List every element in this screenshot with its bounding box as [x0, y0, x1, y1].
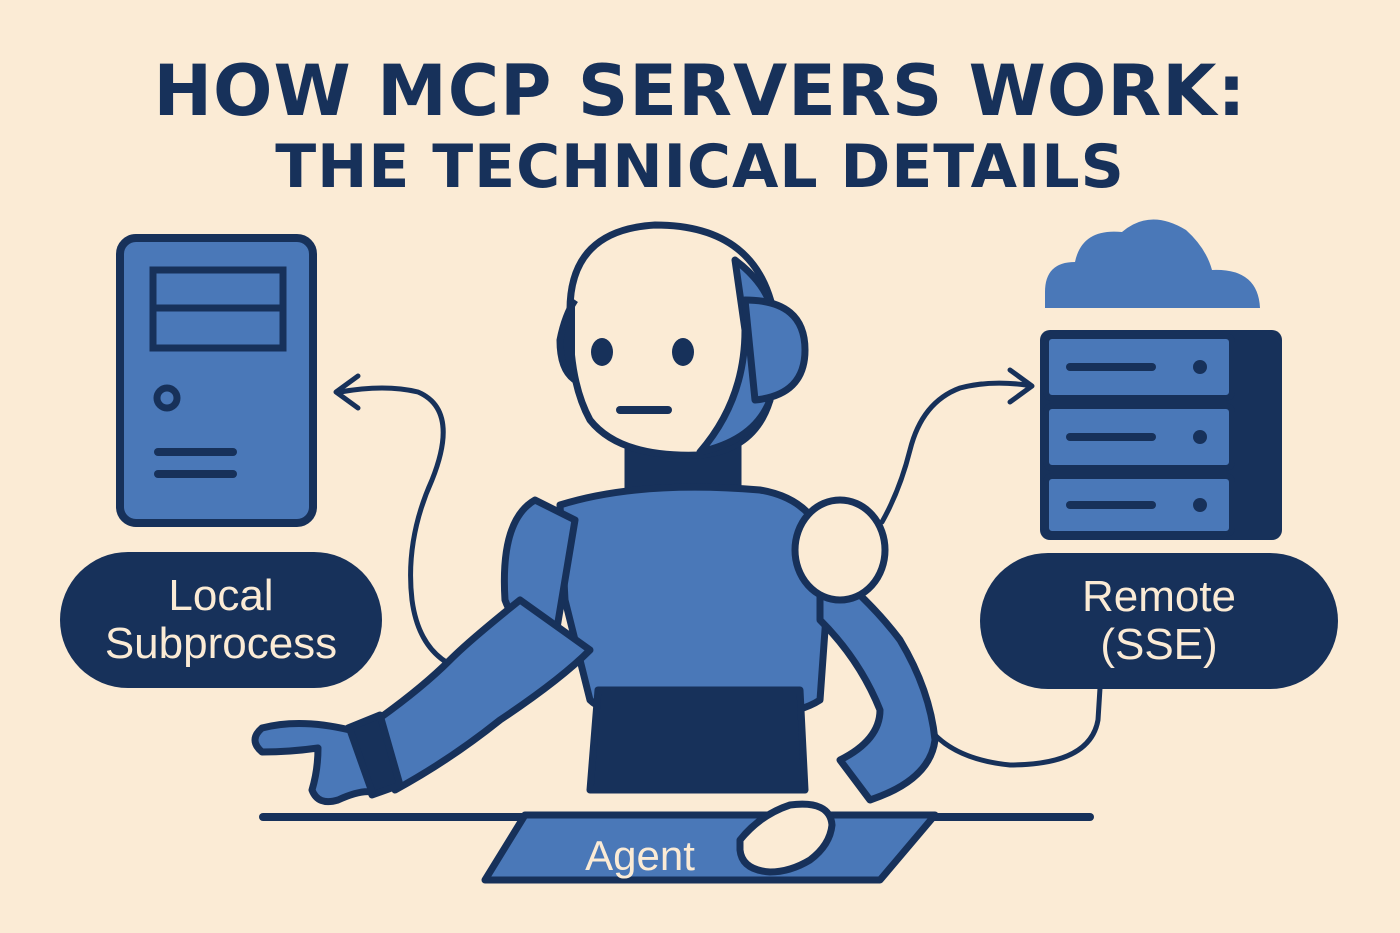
robot-agent — [251, 221, 939, 884]
arrow-icon — [333, 373, 361, 411]
agent-label: Agent — [585, 832, 695, 879]
remote-sse-label: Remote (SSE) — [980, 553, 1338, 689]
desktop-tower-icon — [116, 234, 317, 527]
server-rack-icon — [1040, 330, 1282, 540]
local-subprocess-text: Local Subprocess — [104, 571, 338, 668]
title-line-2: THE TECHNICAL DETAILS — [275, 132, 1125, 202]
remote-sse-text: Remote (SSE) — [1081, 572, 1237, 669]
cloud-icon — [1045, 219, 1260, 308]
arrow-icon — [1007, 367, 1035, 405]
local-subprocess-label: Local Subprocess — [60, 552, 382, 688]
title-line-1: HOW MCP SERVERS WORK: — [153, 50, 1247, 132]
connector-lines — [333, 367, 1103, 768]
